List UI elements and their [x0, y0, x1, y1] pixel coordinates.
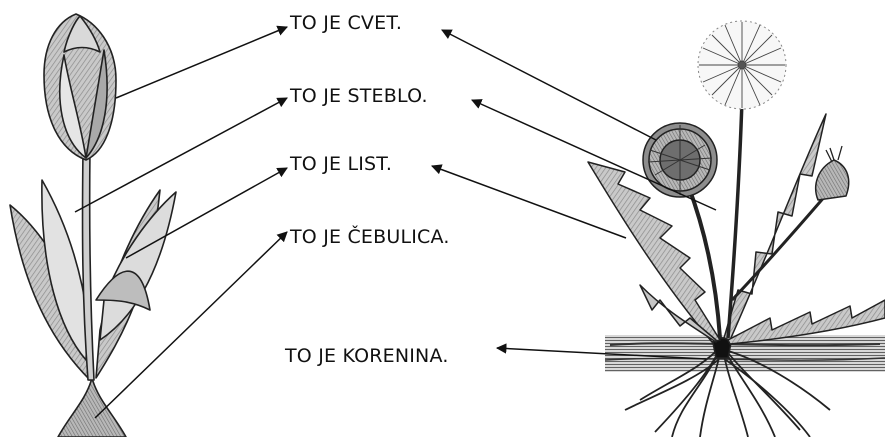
dandelion-stem-bud	[730, 194, 828, 302]
tulip-leaf-left-2	[41, 179, 89, 361]
tulip-petal-right	[85, 49, 108, 159]
arrow-tulip-leaf	[125, 167, 288, 259]
bulb-label: TO JE ČEBULICA.	[290, 226, 450, 248]
dandelion-leaf-right	[727, 299, 885, 345]
dandelion-leaf-mid	[723, 113, 827, 341]
dandelion-stem-seedhead	[726, 99, 744, 339]
root-label: TO JE KORENINA.	[285, 345, 449, 367]
leaf-label: TO JE LIST.	[290, 153, 393, 175]
arrow-tulip-stem	[74, 97, 288, 213]
dandelion-seed-head	[697, 20, 787, 110]
dandelion-illustration	[587, 20, 885, 437]
tulip-illustration	[9, 13, 177, 437]
arrow-tulip-flower	[115, 25, 288, 99]
dandelion-leaf-left	[587, 161, 721, 343]
tulip-leaf-back	[95, 270, 151, 311]
arrow-dandelion-leaf	[431, 164, 627, 239]
arrows	[74, 25, 717, 419]
dandelion-stem-flower	[686, 184, 722, 339]
dandelion-bud	[814, 159, 850, 201]
tulip-leaf-right-2	[99, 191, 177, 341]
flower-label: TO JE CVET.	[290, 12, 403, 34]
arrow-dandelion-flower	[441, 29, 657, 141]
arrow-tulip-bulb	[94, 231, 288, 419]
dandelion-leaf-small	[639, 284, 717, 343]
tulip-petal-left	[58, 54, 87, 159]
dandelion-flower-head	[642, 122, 718, 198]
stem-label: TO JE STEBLO.	[290, 85, 428, 107]
tulip-bulb	[57, 377, 127, 437]
arrow-dandelion-stem	[471, 99, 717, 211]
arrow-dandelion-root	[495, 343, 707, 360]
tulip-stem	[81, 149, 95, 381]
tulip-petal-top	[63, 15, 101, 53]
